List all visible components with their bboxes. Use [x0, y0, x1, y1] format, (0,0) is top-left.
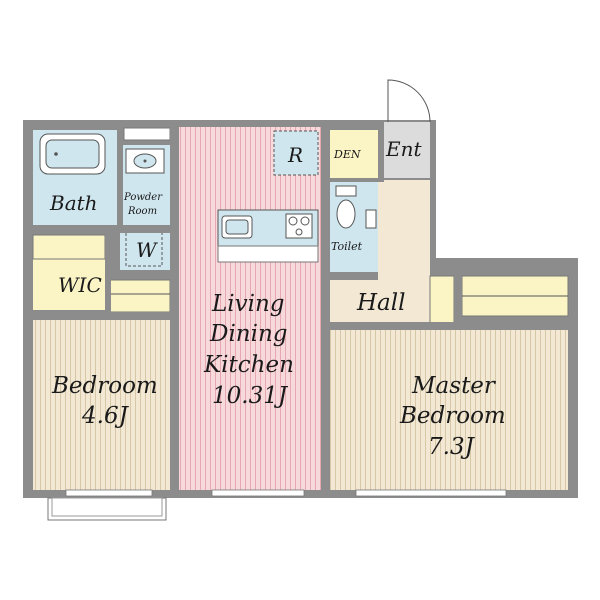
bath-label: Bath — [49, 191, 98, 215]
sink-icon — [125, 148, 165, 174]
entrance-label: Ent — [385, 137, 422, 161]
bathtub-icon — [39, 133, 106, 175]
interior-walls — [33, 120, 568, 498]
wic-label: WIC — [58, 273, 102, 297]
entrance-area — [384, 122, 430, 178]
master-bedroom-floor — [330, 330, 568, 490]
wic-shelf — [32, 234, 106, 260]
bedroom-name-label: Bedroom — [51, 373, 158, 399]
entrance-door[interactable] — [387, 79, 431, 123]
counter-base — [217, 245, 319, 263]
master-label-line1: Master — [411, 373, 497, 399]
master-size-label: 7.3J — [428, 434, 476, 460]
balcony — [47, 497, 167, 521]
ldk-label-line1: Living — [211, 291, 285, 317]
hall-label: Hall — [356, 290, 405, 316]
master-label-line2: Bedroom — [399, 403, 506, 429]
refrigerator-space — [273, 130, 319, 176]
closet — [109, 279, 171, 313]
washer-label: W — [136, 238, 158, 262]
refrigerator-label: R — [287, 143, 303, 167]
den-area — [330, 130, 378, 178]
toilet-icon-redraw — [335, 185, 377, 229]
bedroom-floor — [33, 320, 170, 490]
upper-shelf — [123, 127, 171, 141]
ldk-floor — [179, 127, 321, 490]
toilet-label: Toilet — [331, 240, 363, 253]
stove-icon — [285, 213, 313, 239]
bedroom-size-label: 4.6J — [81, 403, 130, 429]
ldk-size-label: 10.31J — [212, 383, 289, 409]
ldk-label-line2: Dining — [209, 321, 288, 347]
den-label: DEN — [333, 148, 361, 161]
powder-room-label-line2: Room — [127, 206, 157, 217]
hall-closet — [429, 275, 455, 327]
ldk-label-line3: Kitchen — [203, 352, 294, 378]
powder-room-label-line1: Powder — [123, 192, 163, 203]
